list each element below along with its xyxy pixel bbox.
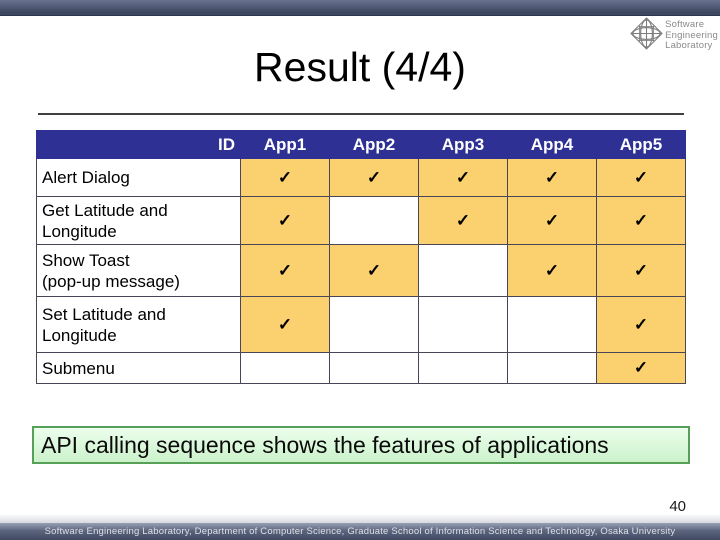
empty-cell xyxy=(507,352,597,384)
checkmark-icon: ✓ xyxy=(366,167,382,187)
check-cell: ✓ xyxy=(596,158,686,197)
empty-cell xyxy=(418,296,508,353)
logo-text-line: Laboratory xyxy=(665,40,713,52)
check-cell: ✓ xyxy=(507,244,597,297)
empty-cell xyxy=(329,296,419,353)
footer-text: Software Engineering Laboratory, Departm… xyxy=(44,526,676,537)
empty-cell xyxy=(418,244,508,297)
row-label: Set Latitude and Longitude xyxy=(36,296,241,353)
check-cell: ✓ xyxy=(240,244,330,297)
id-column-header: ID xyxy=(36,130,241,159)
empty-cell xyxy=(240,352,330,384)
table-row: Show Toast (pop-up message) ✓ ✓ ✓ ✓ xyxy=(36,244,686,297)
checkmark-icon: ✓ xyxy=(633,358,649,377)
empty-cell xyxy=(507,296,597,353)
software-engineering-laboratory-logo: Software Engineering Laboratory xyxy=(630,17,718,55)
check-cell: ✓ xyxy=(596,352,686,384)
row-label: Alert Dialog xyxy=(36,158,241,197)
checkmark-icon: ✓ xyxy=(633,260,649,280)
title-divider xyxy=(38,113,684,115)
check-cell: ✓ xyxy=(240,196,330,245)
app-column-header: App2 xyxy=(329,130,419,159)
banner-text: API calling sequence shows the features … xyxy=(41,431,609,458)
app-column-header: App1 xyxy=(240,130,330,159)
page-title: Result (4/4) xyxy=(254,44,466,90)
top-bar xyxy=(0,0,720,16)
check-cell: ✓ xyxy=(240,296,330,353)
check-cell: ✓ xyxy=(418,158,508,197)
checkmark-icon: ✓ xyxy=(544,260,560,280)
globe-diamond-icon xyxy=(630,17,663,55)
app-column-header: App5 xyxy=(596,130,686,159)
checkmark-icon: ✓ xyxy=(277,260,293,280)
checkmark-icon: ✓ xyxy=(633,210,649,230)
key-message-banner: API calling sequence shows the features … xyxy=(32,426,690,464)
checkmark-icon: ✓ xyxy=(633,314,649,334)
logo-text: Software Engineering Laboratory xyxy=(665,20,718,52)
check-cell: ✓ xyxy=(418,196,508,245)
row-label: Get Latitude and Longitude xyxy=(36,196,241,245)
logo-text-line: Software xyxy=(665,19,705,31)
table-body: Alert Dialog✓✓✓✓✓Get Latitude and Longit… xyxy=(36,158,686,384)
app-column-header: App3 xyxy=(418,130,508,159)
checkmark-icon: ✓ xyxy=(455,210,471,230)
row-label: Submenu xyxy=(36,352,241,384)
check-cell: ✓ xyxy=(329,244,419,297)
empty-cell xyxy=(418,352,508,384)
table-row: Set Latitude and Longitude ✓ ✓ xyxy=(36,296,686,353)
checkmark-icon: ✓ xyxy=(455,167,471,187)
table-row: Get Latitude and Longitude ✓ ✓ ✓ ✓ xyxy=(36,196,686,245)
empty-cell xyxy=(329,352,419,384)
checkmark-icon: ✓ xyxy=(277,314,293,334)
page-number: 40 xyxy=(669,498,686,515)
checkmark-icon: ✓ xyxy=(633,167,649,187)
empty-cell xyxy=(329,196,419,245)
checkmark-icon: ✓ xyxy=(366,260,382,280)
check-cell: ✓ xyxy=(507,196,597,245)
logo-text-line: Engineering xyxy=(665,29,718,41)
check-cell: ✓ xyxy=(507,158,597,197)
checkmark-icon: ✓ xyxy=(544,210,560,230)
footer-bar: Software Engineering Laboratory, Departm… xyxy=(0,523,720,540)
check-cell: ✓ xyxy=(596,244,686,297)
row-label: Show Toast (pop-up message) xyxy=(36,244,241,297)
app-column-header: App4 xyxy=(507,130,597,159)
checkmark-icon: ✓ xyxy=(544,167,560,187)
footer-shadow xyxy=(0,514,720,523)
table-row: Submenu ✓ xyxy=(36,352,686,384)
checkmark-icon: ✓ xyxy=(277,167,293,187)
table-row: Alert Dialog ✓ ✓ ✓ ✓ ✓ xyxy=(36,158,686,197)
check-cell: ✓ xyxy=(240,158,330,197)
check-cell: ✓ xyxy=(329,158,419,197)
check-cell: ✓ xyxy=(596,296,686,353)
check-cell: ✓ xyxy=(596,196,686,245)
checkmark-icon: ✓ xyxy=(277,210,293,230)
